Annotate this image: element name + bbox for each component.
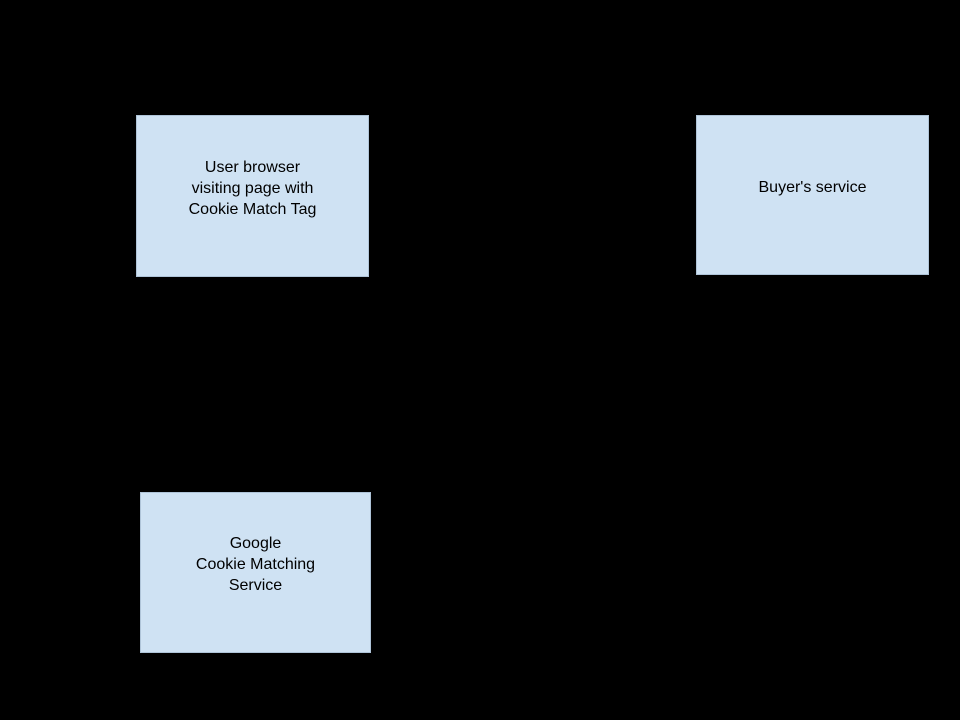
label-line: Buyer's service	[758, 178, 867, 196]
node-buyers-service: Buyer's service	[696, 115, 929, 275]
node-buyers-service-label: Buyer's service	[697, 177, 928, 198]
label-line: Cookie Match Tag	[188, 200, 317, 218]
node-google-cookie-matching-service: Google Cookie Matching Service	[140, 492, 371, 653]
node-user-browser-label: User browser visiting page with Cookie M…	[137, 157, 368, 220]
label-line: Cookie Matching	[195, 556, 316, 573]
label-line: visiting page with	[191, 179, 314, 197]
label-line: Google	[229, 535, 282, 552]
node-google-cms-label: Google Cookie Matching Service	[141, 533, 370, 596]
node-user-browser: User browser visiting page with Cookie M…	[136, 115, 369, 277]
label-line: User browser	[204, 158, 301, 176]
label-line: Service	[228, 577, 283, 594]
